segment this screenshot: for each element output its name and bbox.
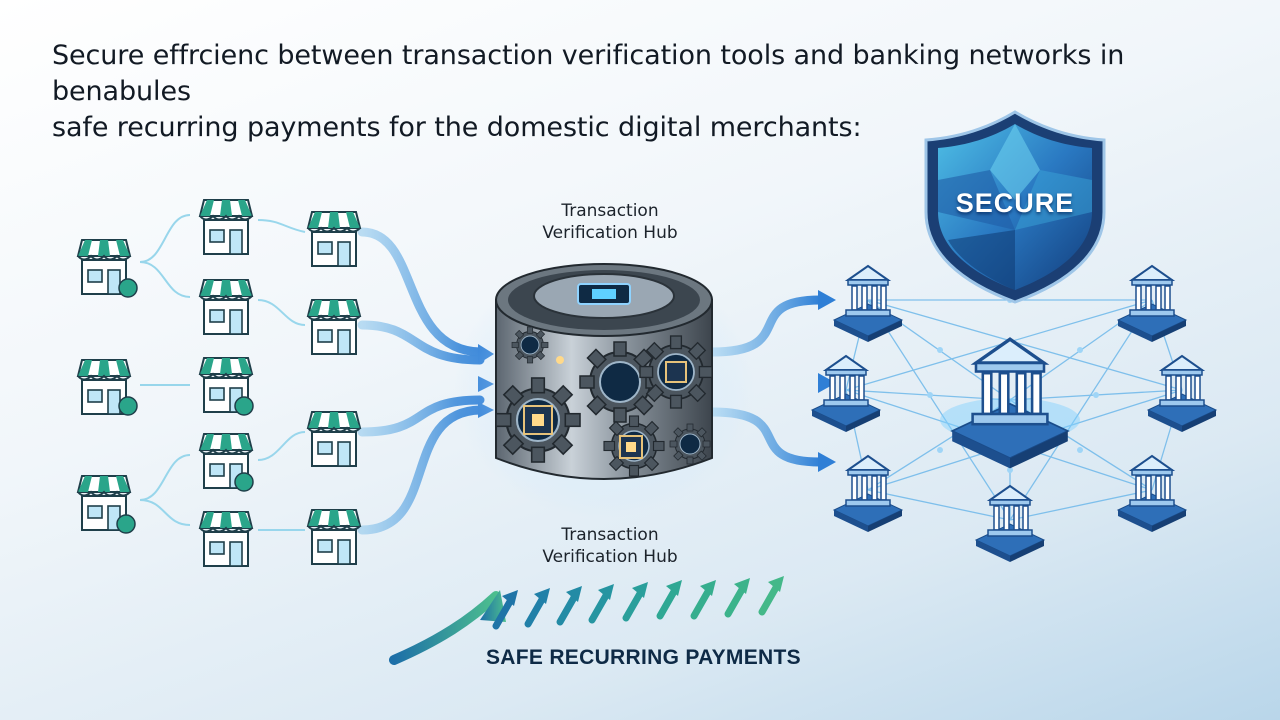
storefront-icon (199, 433, 254, 492)
bank-building-icon (811, 355, 881, 433)
central-bank-icon (940, 337, 1080, 471)
storefront-icon (307, 509, 361, 565)
hub-label-bottom-line-2: Verification Hub (542, 547, 678, 567)
inbound-flow-arrows (253, 227, 485, 535)
merchant-storefronts (77, 199, 361, 567)
hub-label-top-line-2: Verification Hub (542, 223, 678, 243)
storefront-icon (199, 357, 254, 416)
upward-arrows-icon (389, 576, 784, 665)
hub-label-top-line-1: Transaction (561, 201, 659, 221)
bank-building-icon (833, 265, 903, 343)
hub-label-bottom: Transaction Verification Hub (500, 524, 720, 568)
storefront-icon (307, 411, 361, 467)
storefront-icon (77, 239, 138, 298)
storefront-icon (307, 211, 361, 267)
storefront-icon (77, 475, 136, 534)
title-line-2: safe recurring payments for the domestic… (52, 112, 862, 143)
storefront-icon (199, 199, 253, 255)
bank-building-icon (1117, 455, 1187, 533)
bank-building-icon (1147, 355, 1217, 433)
shield-label: SECURE (955, 188, 1075, 218)
storefront-icon (307, 299, 361, 355)
hub-label-bottom-line-1: Transaction (561, 525, 659, 545)
hub-label-top: Transaction Verification Hub (500, 200, 720, 244)
storefront-icon (199, 511, 253, 567)
safe-recurring-payments-label: SAFE RECURRING PAYMENTS (486, 646, 801, 669)
page-title: Secure effrcienc between transaction ver… (52, 38, 1242, 146)
bank-building-icon (975, 485, 1045, 563)
bank-network (811, 265, 1217, 563)
title-line-1: Secure effrcienc between transaction ver… (52, 40, 1125, 107)
merchant-connector-lines (139, 214, 306, 531)
storefront-icon (77, 359, 138, 416)
bank-building-icon (833, 455, 903, 533)
shield-icon (924, 110, 1106, 304)
storefront-icon (199, 279, 253, 335)
outbound-arrowheads (818, 290, 836, 472)
bank-building-icon (1117, 265, 1187, 343)
gear-cylinder-icon (454, 258, 754, 518)
